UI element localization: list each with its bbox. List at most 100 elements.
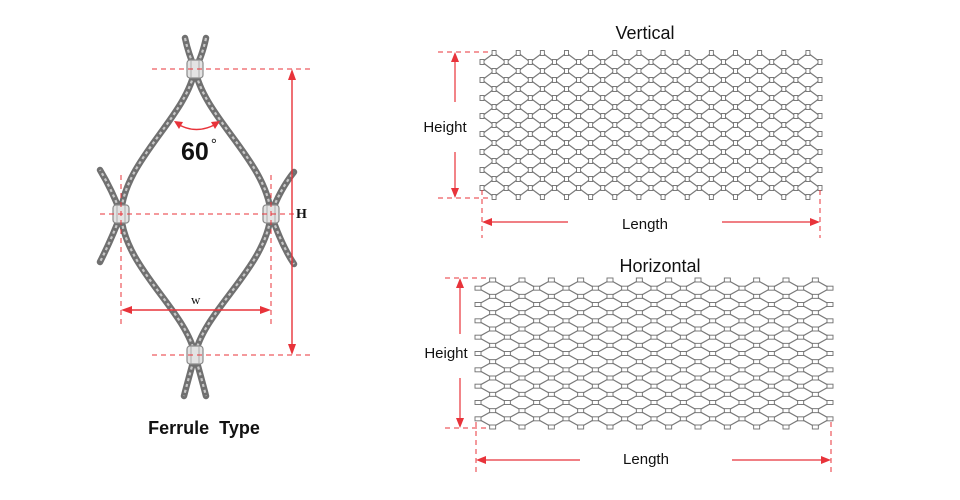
mesh-node [636,86,642,92]
mesh-node [591,367,599,373]
mesh-node [694,424,702,430]
mesh-node [745,95,751,101]
ferrule-caption: Ferrule Type [148,418,260,438]
mesh-node [720,95,726,101]
mesh-node [650,416,658,422]
mesh-node [621,400,629,405]
mesh-node [562,416,570,422]
mesh-node [757,176,763,182]
mesh-node [503,131,509,137]
mesh-node [660,68,666,74]
mesh-node [767,416,775,422]
mesh-node [694,391,702,397]
mesh-node [547,293,555,299]
mesh-node [489,408,497,414]
mesh-node [576,149,582,155]
mesh-node [577,293,585,299]
mesh-node [491,86,497,92]
mesh-node [665,375,673,381]
mesh-node [826,334,834,340]
mesh-node [489,375,497,381]
mesh-node [612,158,618,164]
mesh-cell [711,311,744,330]
mesh-node [650,285,658,291]
mesh-node [650,318,658,324]
mesh-node [720,167,726,173]
mesh-cell [623,279,656,298]
mesh-node [757,104,763,110]
mesh-node [665,310,673,316]
mesh-node [577,424,585,430]
mesh-node [624,167,630,173]
mesh-node [738,285,746,291]
mesh-cell [623,360,656,379]
mesh-node [708,86,714,92]
horizontal-title: Horizontal [619,256,700,276]
mesh-node [817,149,823,155]
mesh-node [518,408,526,414]
mesh-node [672,95,678,101]
mesh-node [533,285,541,291]
mesh-node [684,86,690,92]
mesh-node [503,113,509,119]
mesh-node [650,334,658,340]
mesh-node [600,185,606,191]
mesh-cell [770,409,802,428]
mesh-node [474,285,482,291]
mesh-node [551,167,557,173]
mesh-node [588,176,594,182]
mesh-cell [476,377,509,396]
mesh-node [826,318,834,324]
mesh-node [588,68,594,74]
mesh-node [624,149,630,155]
mesh-node [826,302,834,307]
mesh-node [606,277,614,283]
mesh-node [636,68,642,74]
mesh-node [709,318,717,324]
mesh-node [694,326,702,332]
ferrule-detail: H w 60° Ferrule Type [96,34,310,438]
mesh-node [679,416,687,422]
mesh-node [612,86,618,92]
mesh-node [588,194,594,200]
mesh-node [591,416,599,422]
mesh-node [527,59,533,65]
mesh-node [591,334,599,340]
mesh-node [489,391,497,397]
horizontal-mesh-diagram: Horizontal Height Length [424,256,834,472]
mesh-node [588,158,594,164]
mesh-node [527,167,533,173]
mesh-node [805,104,811,110]
mesh-node [781,50,787,56]
mesh-cell [594,311,626,330]
mesh-node [479,95,485,101]
mesh-node [753,375,761,381]
mesh-node [479,167,485,173]
mesh-node [503,95,509,101]
mesh-node [811,359,819,365]
mesh-node [635,424,643,430]
mesh-node [503,416,511,422]
mesh-node [474,302,482,307]
mesh-node [635,391,643,397]
mesh-node [684,50,690,56]
mesh-node [539,140,545,146]
horizontal-length-arrow [476,456,831,464]
mesh-node [793,167,799,173]
mesh-node [533,416,541,422]
mesh-node [708,140,714,146]
mesh-node [767,318,775,324]
mesh-node [591,383,599,389]
mesh-node [503,77,509,83]
mesh-node [591,318,599,324]
mesh-node [635,359,643,365]
mesh-cell [799,360,832,379]
mesh-node [781,86,787,92]
mesh-node [708,104,714,110]
mesh-node [588,50,594,56]
mesh-node [723,277,731,283]
mesh-node [738,302,746,307]
mesh-node [564,176,569,182]
mesh-node [781,176,787,182]
mesh-node [635,293,643,299]
